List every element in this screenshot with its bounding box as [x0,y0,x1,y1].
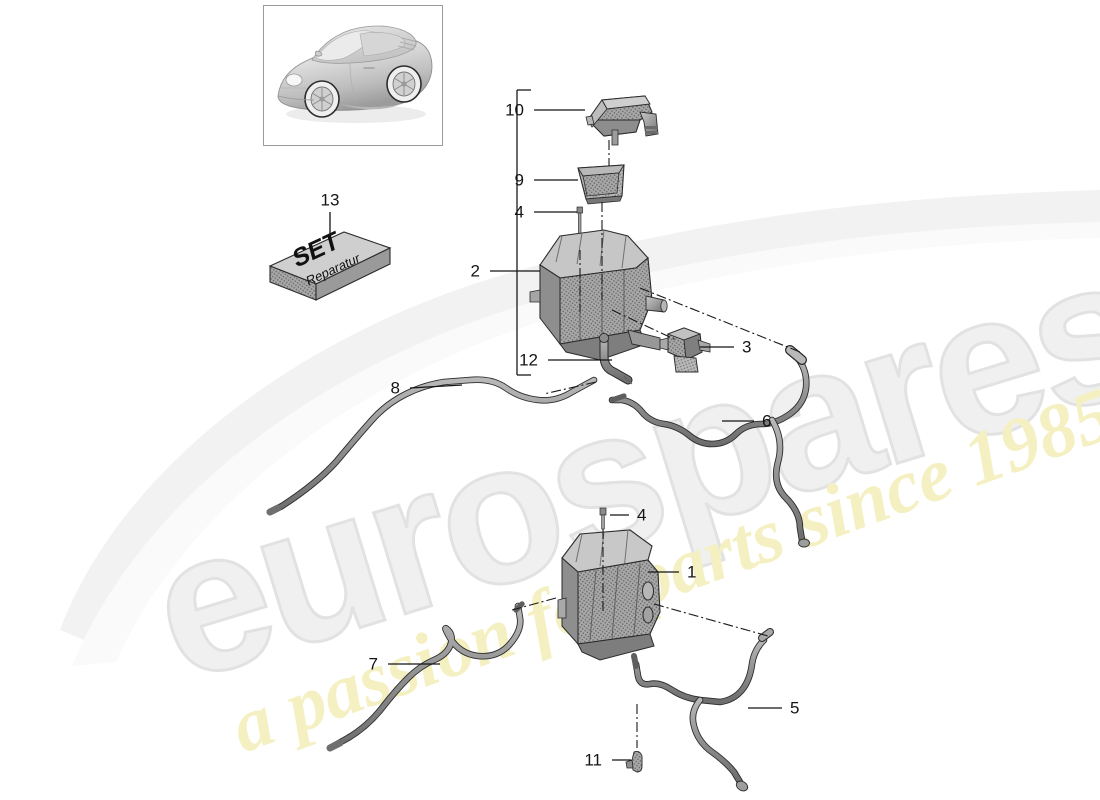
part-leak-diagnosis-pump [585,95,659,146]
callout-number-7: 7 [368,654,378,674]
callout-number-2: 2 [470,261,480,281]
callout-number-3: 3 [742,337,752,357]
part-charcoal-canister-upper [529,229,668,361]
part-repair-set-box: SET Reparatur [268,226,392,301]
part-retaining-clip [625,751,643,773]
callout-number-5: 5 [790,698,800,718]
callout-number-11: 11 [584,750,602,770]
part-vent-line-left-upper [266,376,598,516]
callout-number-6: 6 [762,411,772,431]
callout-leader-8 [409,384,463,389]
callout-leader-lines [329,109,782,761]
callout-number-13: 13 [320,190,340,210]
part-vent-line-lower [631,628,774,792]
callout-number-10: 10 [505,100,524,120]
callout-number-4: 4 [514,202,524,222]
assembly-group-bracket [516,89,531,376]
part-charcoal-canister-lower [557,529,661,661]
vehicle-illustration [277,25,433,123]
assembly-axis-lines [511,140,801,748]
part-vent-line-right [608,345,810,548]
callout-number-12: 12 [519,350,538,370]
callout-number-1: 1 [687,562,697,582]
callout-number-8: 8 [390,378,400,398]
part-purge-valve [659,327,711,373]
vehicle-thumbnail-box [263,5,443,146]
part-elbow-connector-hose [598,332,633,385]
part-vent-line-left-lower [326,601,525,752]
callout-number-9: 9 [514,170,524,190]
callout-number-4: 4 [637,505,647,525]
part-filter-element [577,164,625,205]
